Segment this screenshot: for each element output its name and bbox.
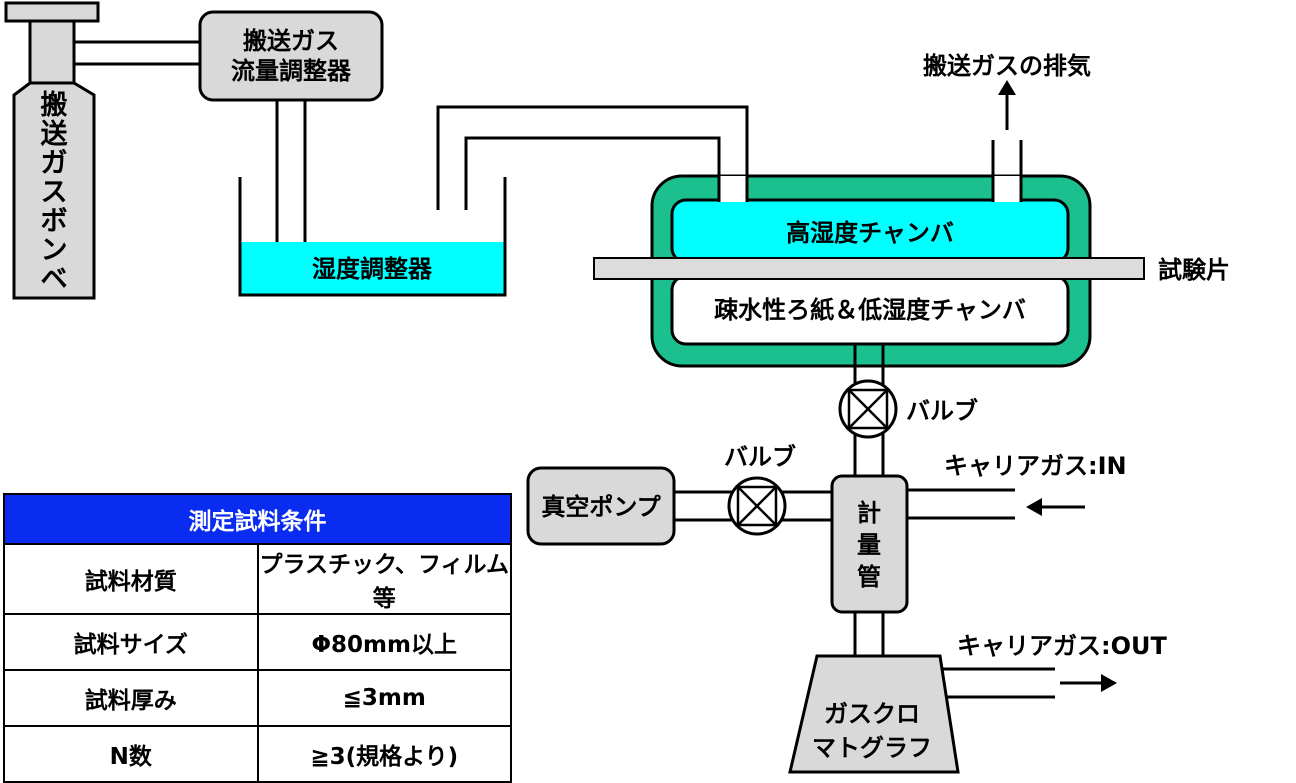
vacuum-pump-label: 真空ポンプ xyxy=(541,493,661,521)
table-row: 試料材質 プラスチック、フィルム等 xyxy=(3,543,512,615)
cylinder-label: 搬送ガスボンベ xyxy=(41,89,68,295)
flow-regulator-label: 搬送ガス流量調整器 xyxy=(231,27,352,85)
test-specimen: 試験片 xyxy=(593,256,1230,284)
valve-left: バルブ xyxy=(724,443,796,536)
specimen-label: 試験片 xyxy=(1158,256,1230,284)
humidity-regulator: 湿度調整器 xyxy=(238,177,507,297)
carrier-out-pipe: キャリアガス:OUT xyxy=(940,632,1167,699)
row-value: ≦3mm xyxy=(256,669,512,727)
table-header-row: 測定試料条件 xyxy=(3,493,512,545)
carrier-in-pipe: キャリアガス:IN xyxy=(907,452,1127,520)
table-row: 試料厚み ≦3mm xyxy=(3,669,512,727)
vacuum-pump: 真空ポンプ xyxy=(526,466,676,546)
humidity-regulator-label: 湿度調整器 xyxy=(312,255,433,283)
row-value: Φ80mm以上 xyxy=(256,613,512,671)
carrier-in-label: キャリアガス:IN xyxy=(944,452,1127,480)
pipe-cylinder-to-regulator xyxy=(74,40,200,66)
exhaust-label: 搬送ガスの排気 xyxy=(923,52,1091,80)
valve-top-label: バルブ xyxy=(906,397,978,425)
pipe-regulator-to-humidifier xyxy=(275,100,307,242)
exhaust-arrow: 搬送ガスの排気 xyxy=(923,52,1091,130)
gc-label: ガスクロマトグラフ xyxy=(812,700,932,762)
row-label: 試料サイズ xyxy=(3,613,259,671)
metering-tube: 計量管 xyxy=(830,474,909,614)
table-row: 試料サイズ Φ80mm以上 xyxy=(3,613,512,671)
flow-regulator: 搬送ガス流量調整器 xyxy=(198,10,384,102)
test-chamber: 高湿度チャンバ 疎水性ろ紙＆低湿度チャンバ xyxy=(650,140,1092,368)
row-value: プラスチック、フィルム等 xyxy=(256,543,512,615)
pipe-humidifier-to-chamber xyxy=(436,105,749,210)
row-label: 試料材質 xyxy=(3,543,259,615)
valve-left-label: バルブ xyxy=(724,443,796,471)
high-humidity-chamber-label: 高湿度チャンバ xyxy=(786,219,954,247)
metering-tube-label: 計量管 xyxy=(857,499,881,591)
row-label: N数 xyxy=(3,725,259,783)
gas-chromatograph: ガスクロマトグラフ xyxy=(788,654,960,774)
valve-top: バルブ xyxy=(838,379,978,439)
row-value: ≧3(規格より) xyxy=(256,725,512,783)
row-label: 試料厚み xyxy=(3,669,259,727)
pipe-metering-to-gc xyxy=(853,612,885,656)
carrier-out-label: キャリアガス:OUT xyxy=(957,632,1167,660)
low-humidity-chamber-label: 疎水性ろ紙＆低湿度チャンバ xyxy=(714,296,1026,324)
measurement-conditions-table: 測定試料条件 試料材質 プラスチック、フィルム等 試料サイズ Φ80mm以上 試… xyxy=(3,493,512,783)
carrier-gas-cylinder: 搬送ガスボンベ xyxy=(4,1,100,300)
table-row: N数 ≧3(規格より) xyxy=(3,725,512,783)
table-title: 測定試料条件 xyxy=(3,493,512,545)
